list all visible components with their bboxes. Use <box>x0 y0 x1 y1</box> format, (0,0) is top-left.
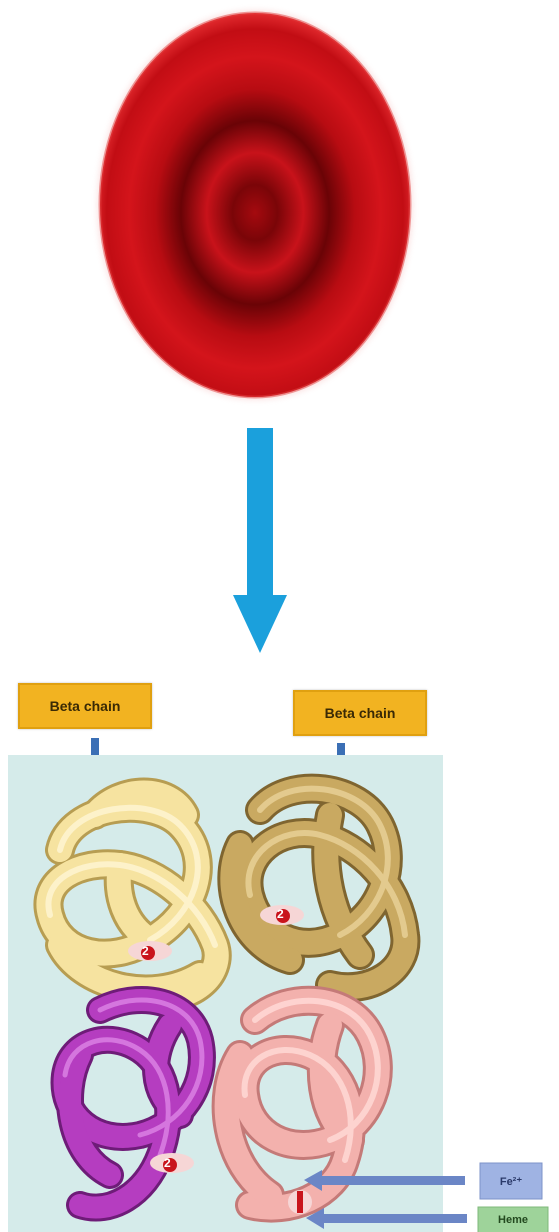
heme-marker-label-1: 2 <box>142 944 149 958</box>
red-blood-cell-icon <box>0 0 559 430</box>
heme-legend-label: Heme <box>478 1207 548 1232</box>
heme-group-4 <box>288 1190 312 1214</box>
heme-group-1 <box>128 941 172 961</box>
beta-chain-label-right: Beta chain <box>293 690 427 736</box>
beta-chain-label-left: Beta chain <box>18 683 152 729</box>
fe-legend-label: Fe²⁺ <box>480 1163 542 1199</box>
hemoglobin-molecule-icon <box>0 755 559 1232</box>
heme-marker-label-2: 2 <box>277 907 284 921</box>
heme-group-3 <box>150 1153 194 1173</box>
heme-marker-label-3: 2 <box>164 1156 171 1170</box>
down-arrow-icon <box>230 425 290 660</box>
red-blood-cell <box>100 13 410 397</box>
